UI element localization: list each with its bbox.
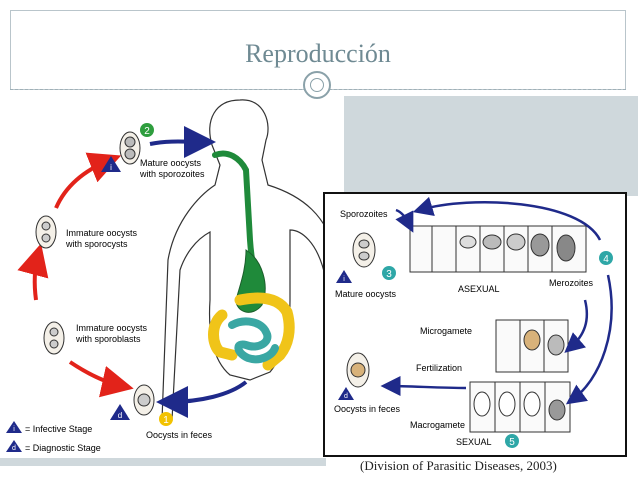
badge-number-2: 2 bbox=[144, 126, 150, 137]
label-fertilization: Fertilization bbox=[416, 363, 462, 373]
figure-caption: (Division of Parasitic Diseases, 2003) bbox=[360, 458, 557, 473]
label-oocysts-in-feces-inset: Oocysts in feces bbox=[334, 404, 401, 414]
stage-badge-2 bbox=[140, 123, 154, 137]
inset-infective-icon bbox=[336, 270, 352, 283]
background-panel bbox=[344, 96, 638, 196]
label-sporozoites: Sporozoites bbox=[340, 209, 388, 219]
oocyst-immature-sporocysts bbox=[35, 215, 57, 249]
label-with-sporozoites: with sporozoites bbox=[139, 169, 205, 179]
red-arrow bbox=[17, 243, 49, 301]
blue-arrow bbox=[565, 274, 613, 405]
badge-number-1: 1 bbox=[163, 415, 169, 426]
label-asexual: ASEXUAL bbox=[458, 284, 500, 294]
blue-arrow bbox=[564, 299, 589, 353]
colon bbox=[208, 292, 295, 371]
infective-stage-icon bbox=[101, 156, 121, 172]
legend-infective-icon bbox=[6, 421, 22, 433]
inset-diagnostic-letter: d bbox=[344, 393, 348, 400]
small-intestine bbox=[228, 317, 279, 364]
label-oocysts-in-feces-left: Oocysts in feces bbox=[146, 430, 213, 440]
diagnostic-letter: d bbox=[118, 411, 122, 420]
badge-number-3: 3 bbox=[386, 269, 392, 280]
background-strip bbox=[0, 458, 326, 466]
stage-badge-3 bbox=[382, 266, 396, 280]
circle-ornament-icon bbox=[303, 71, 331, 99]
blue-arrow bbox=[412, 196, 602, 241]
mature-oocyst-inset bbox=[352, 232, 376, 268]
asexual-cell-row bbox=[409, 225, 587, 273]
macrogamete-cell-row bbox=[469, 381, 571, 433]
stage-badge-1 bbox=[159, 412, 173, 426]
legend-diagnostic-icon bbox=[6, 440, 22, 452]
blue-arrow bbox=[380, 376, 467, 397]
inset-infective-letter: i bbox=[343, 276, 345, 283]
oocyst-feces-inset bbox=[346, 352, 370, 388]
label-macrogamete: Macrogamete bbox=[410, 420, 465, 430]
stage-badge-4 bbox=[599, 251, 613, 265]
microgamete-cell-row bbox=[495, 319, 569, 373]
legend-infective-text: = Infective Stage bbox=[25, 424, 92, 434]
label-immature-oocysts-2: Immature oocysts bbox=[76, 323, 148, 333]
red-arrow bbox=[68, 360, 134, 398]
badge-number-4: 4 bbox=[603, 254, 609, 265]
label-with-sporocysts: with sporocysts bbox=[65, 239, 128, 249]
red-arrow bbox=[54, 152, 122, 209]
diagnostic-stage-icon bbox=[110, 404, 130, 420]
legend-infective-letter: i bbox=[13, 426, 15, 433]
oocyst-feces-left bbox=[133, 384, 155, 416]
inset-diagnostic-icon bbox=[338, 387, 354, 400]
label-mature-oocysts-inset: Mature oocysts bbox=[335, 289, 397, 299]
badge-number-5: 5 bbox=[509, 437, 515, 448]
legend-diagnostic-letter: d bbox=[12, 445, 16, 452]
stage-badge-5 bbox=[505, 434, 519, 448]
blue-arrow bbox=[395, 208, 414, 233]
infective-letter: i bbox=[110, 163, 112, 172]
label-sexual: SEXUAL bbox=[456, 437, 492, 447]
label-with-sporoblasts: with sporoblasts bbox=[75, 334, 141, 344]
legend-diagnostic-text: = Diagnostic Stage bbox=[25, 443, 101, 453]
label-merozoites: Merozoites bbox=[549, 278, 594, 288]
oocyst-mature-left bbox=[119, 131, 141, 165]
oocyst-immature-sporoblasts bbox=[43, 321, 65, 355]
slide-title: Reproducción bbox=[245, 39, 391, 68]
label-mature-oocysts: Mature oocysts bbox=[140, 158, 202, 168]
label-microgamete: Microgamete bbox=[420, 326, 472, 336]
blue-arrow bbox=[149, 125, 216, 158]
label-immature-oocysts-1: Immature oocysts bbox=[66, 228, 138, 238]
blue-arrow bbox=[156, 380, 248, 418]
